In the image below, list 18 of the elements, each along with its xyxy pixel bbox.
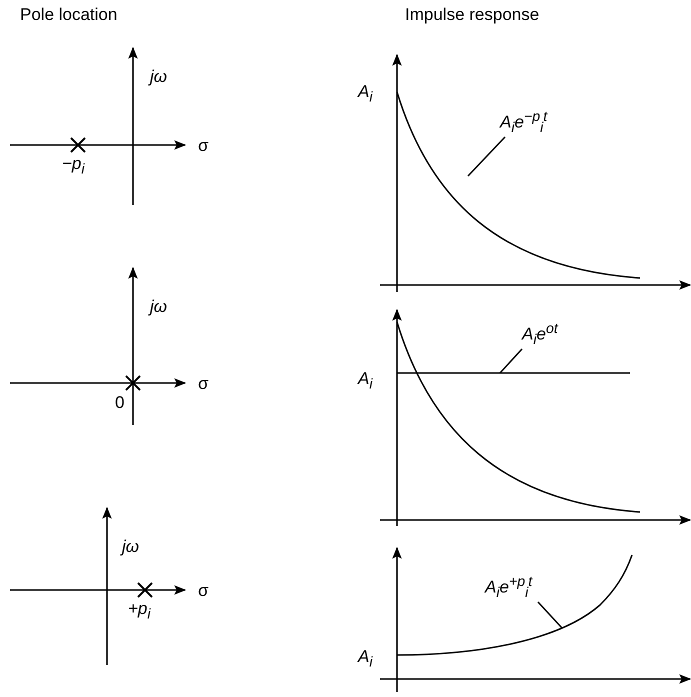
column-heading: Pole location [20, 6, 118, 23]
axis-label: σ [198, 582, 208, 599]
axis-value: A$_{i}$ [358, 648, 372, 670]
axis-label: σ [198, 137, 208, 154]
pole-label: 0 [115, 394, 124, 411]
leader-line [537, 602, 563, 628]
leader-line [467, 136, 506, 177]
axis-label: jω [122, 538, 140, 555]
axis-label: jω [150, 298, 168, 315]
leader-line [499, 348, 523, 374]
formula-label: A$_{i}$e$^{ot}$ [522, 322, 558, 348]
column-heading: Impulse response [405, 6, 540, 23]
pole-label: −p$_{i}$ [62, 155, 85, 177]
pole-label: +p$_{i}$ [128, 600, 151, 622]
axis-value: A$_{i}$ [358, 370, 372, 392]
axis-label: σ [198, 375, 208, 392]
axis-label: jω [150, 68, 168, 85]
axis-value: A$_{i}$ [358, 83, 372, 105]
